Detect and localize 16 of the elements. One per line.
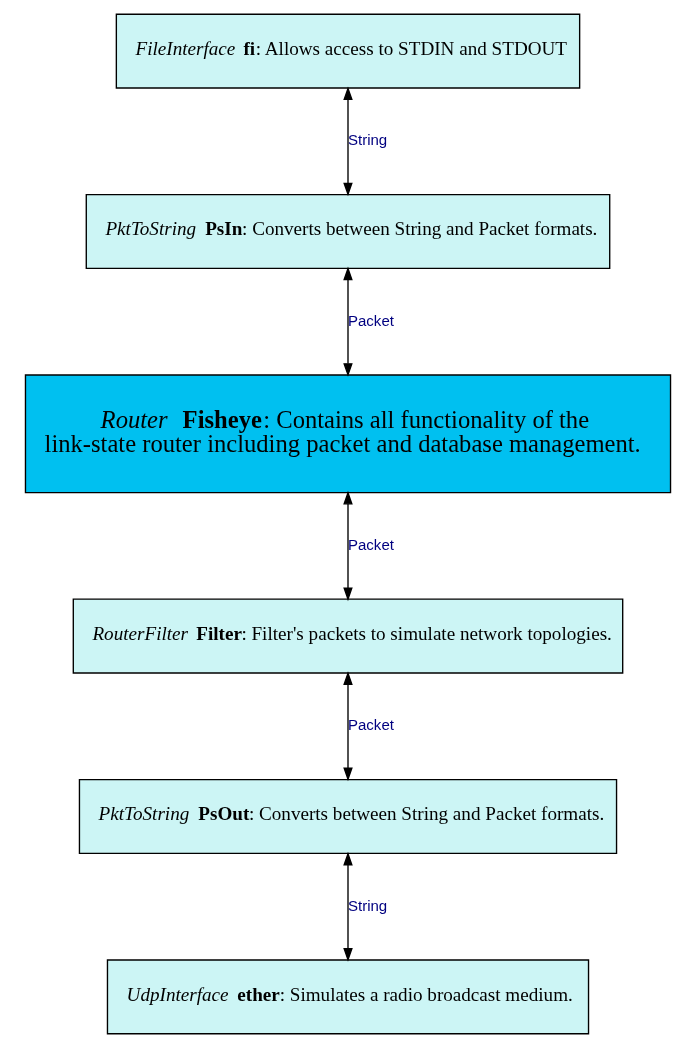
node-box: Router Fisheye: Contains all functionality of the link-state router including packet and database management. (24, 374, 671, 494)
node-box: FileInterface fi: Allows access to STDIN and STDOUT (115, 13, 580, 89)
arrow (342, 851, 353, 962)
arrow (342, 266, 353, 377)
node-box: RouterFilter Filter: Filter's packets to simulate network topologies. (72, 598, 623, 674)
edge-label: String (347, 131, 387, 149)
arrow (342, 86, 353, 197)
edge-label: Packet (347, 311, 394, 329)
node-box: PktToString PsIn: Converts between String and Packet formats. (85, 193, 610, 270)
arrow (342, 671, 353, 782)
edge-label: String (347, 896, 387, 914)
node-box: PktToString PsOut: Converts between String and Packet formats. (78, 778, 617, 855)
arrow (342, 490, 353, 602)
edge-label: Packet (347, 535, 394, 553)
edge-label: Packet (347, 716, 394, 734)
node-box: UdpInterface ether: Simulates a radio broadcast medium. (106, 959, 589, 1035)
